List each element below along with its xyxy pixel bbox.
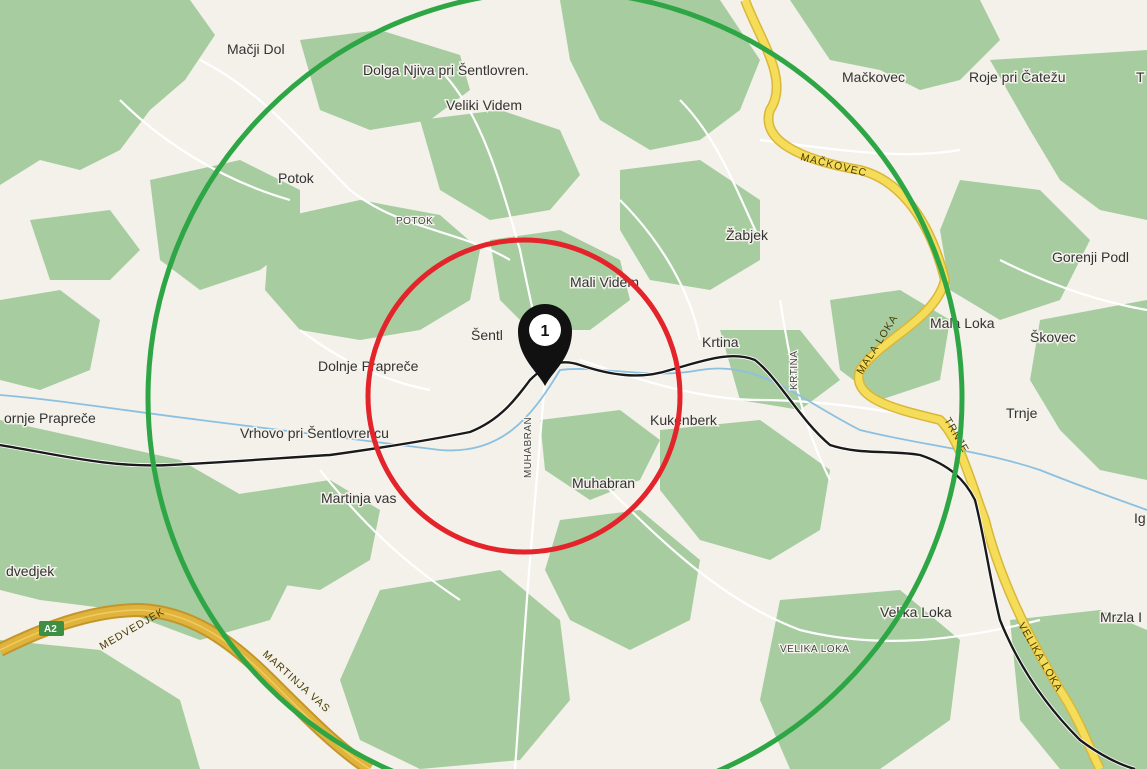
place-label: Martinja vas xyxy=(321,490,396,506)
place-label: Vrhovo pri Šentlovrencu xyxy=(240,425,389,441)
place-label: T xyxy=(1136,69,1145,85)
motorway-shield: A2 xyxy=(39,621,64,636)
place-label: Škovec xyxy=(1030,329,1076,345)
place-label: Žabjek xyxy=(726,227,769,243)
street-label: KRTINA xyxy=(789,351,800,391)
place-label: dvedjek xyxy=(6,563,55,579)
place-label: Kukenberk xyxy=(650,412,718,428)
street-label: VELIKA LOKA xyxy=(780,644,849,655)
place-label: Dolga Njiva pri Šentlovren. xyxy=(363,62,529,78)
place-label: Mala Loka xyxy=(930,315,995,331)
place-label: Krtina xyxy=(702,334,739,350)
place-label: Dolnje Prapreče xyxy=(318,358,419,374)
primary-road xyxy=(741,0,1104,769)
railway xyxy=(0,355,1136,769)
place-label: Mačji Dol xyxy=(227,41,285,57)
place-label: Šentl xyxy=(471,327,503,343)
place-label: ornje Prapreče xyxy=(4,410,96,426)
place-label: Gorenji Podl xyxy=(1052,249,1129,265)
place-label: Potok xyxy=(278,170,315,186)
place-label: Trnje xyxy=(1006,405,1038,421)
place-label: Roje pri Čatežu xyxy=(969,69,1066,85)
street-labels: POTOK MUHABRAN KRTINA VELIKA LOKA xyxy=(395,215,850,657)
place-label: Ig xyxy=(1134,510,1146,526)
place-label: Mačkovec xyxy=(842,69,905,85)
place-label: Muhabran xyxy=(572,475,635,491)
minor-roads xyxy=(119,59,1147,769)
marker-number: 1 xyxy=(541,323,550,340)
inner-radius-ring xyxy=(365,237,683,555)
place-labels: Mačji Dol Dolga Njiva pri Šentlovren. Ve… xyxy=(3,40,1147,627)
place-label: Velika Loka xyxy=(880,604,952,620)
street-label: POTOK xyxy=(396,216,433,227)
place-label: Veliki Videm xyxy=(446,97,522,113)
svg-text:A2: A2 xyxy=(44,624,57,635)
outer-radius-ring xyxy=(145,0,965,769)
street-label: MUHABRAN xyxy=(523,417,534,478)
place-label: Mrzla I xyxy=(1100,609,1142,625)
location-marker[interactable]: 1 xyxy=(518,304,572,386)
